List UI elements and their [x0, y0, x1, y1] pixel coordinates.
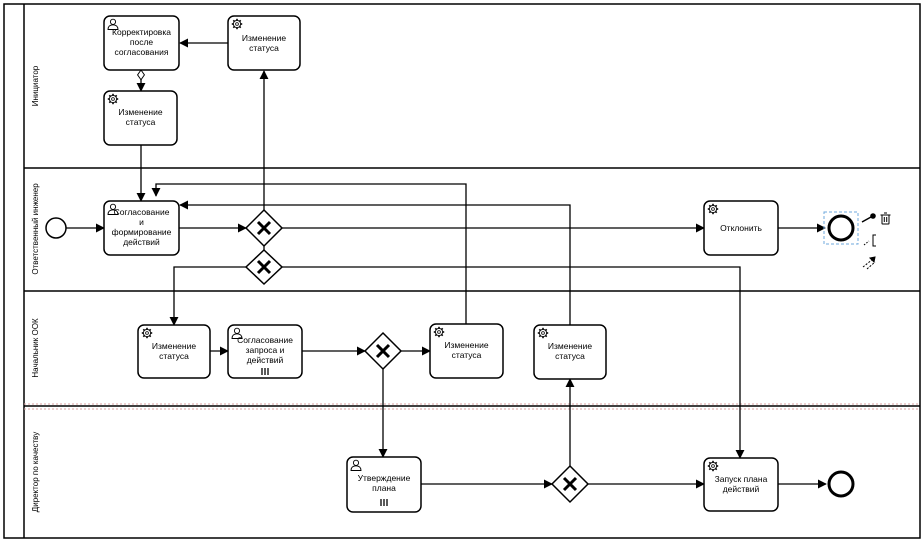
flow-status3-to-agree[interactable]: [179, 200, 571, 325]
context-pad: [861, 212, 891, 270]
lane-label-engineer: Ответственный инженер: [31, 183, 40, 275]
parallel-multi-instance-icon: [261, 368, 269, 375]
flow-g2-to-head-status[interactable]: [169, 266, 246, 326]
start-event[interactable]: [45, 217, 67, 239]
annotation-icon[interactable]: [863, 234, 876, 247]
lane-label-initiator: Инициатор: [31, 65, 40, 106]
end-event-reject[interactable]: [827, 214, 855, 242]
delete-icon[interactable]: [880, 212, 891, 225]
flow-status2-to-agree[interactable]: [151, 183, 467, 324]
connect-icon[interactable]: [862, 256, 876, 270]
task-reject[interactable]: Отклонить: [703, 200, 779, 256]
parallel-multi-instance-icon: [380, 499, 388, 506]
x-icon: [256, 259, 272, 275]
flow-g2-to-launch[interactable]: [282, 266, 745, 459]
x-icon: [256, 220, 272, 236]
lane-label-head: Начальник ООК: [31, 318, 40, 378]
x-icon: [562, 476, 578, 492]
selection-outline: [823, 211, 859, 245]
exclusive-gateway[interactable]: [550, 464, 590, 504]
exclusive-gateway[interactable]: [363, 331, 403, 371]
end-event-launch[interactable]: [827, 470, 855, 498]
exclusive-gateway[interactable]: [244, 248, 284, 286]
append-icon[interactable]: [861, 213, 876, 223]
x-icon: [375, 343, 391, 359]
task-label: Отклонить: [720, 223, 762, 233]
lane-label-director: Директор по качеству: [31, 432, 40, 512]
exclusive-gateway[interactable]: [244, 208, 284, 248]
